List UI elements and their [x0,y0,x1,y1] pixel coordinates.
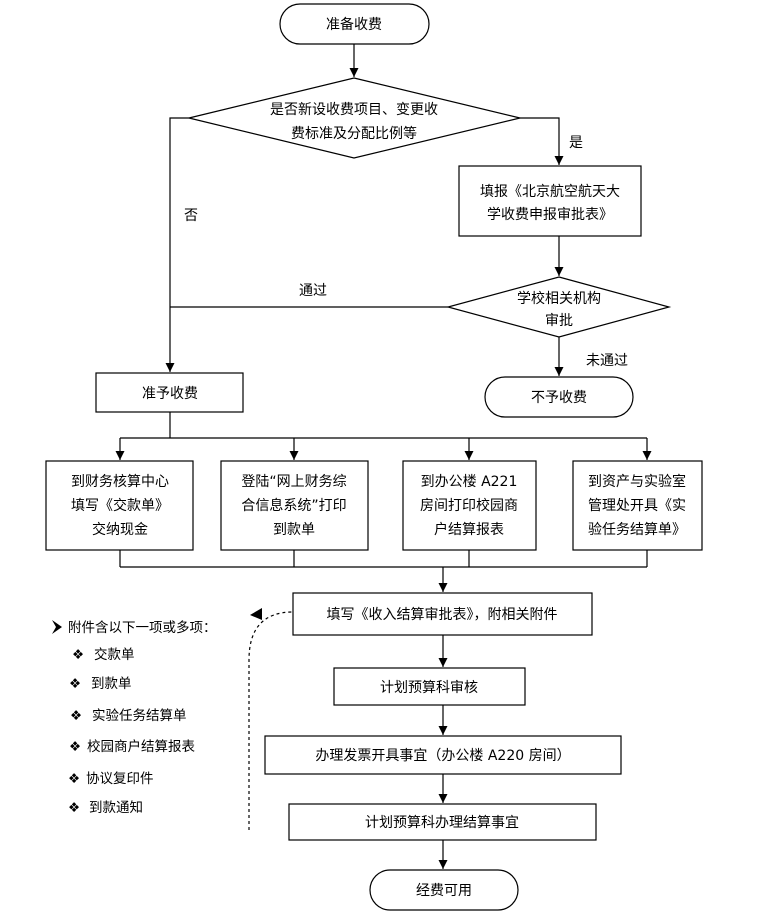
attachment-item-label: 到款通知 [89,799,143,816]
attachment-item-label: 到款单 [91,676,132,692]
attachment-item: ❖ 交款单 [72,646,135,663]
edge-label-yes: 是 [569,135,583,151]
start-terminal [279,3,430,45]
edge-decision-yes [520,117,564,165]
allow-box [95,372,244,413]
allow-label: 准予收费 [142,386,198,402]
attachment-item: ❖ 到款单 [69,676,132,692]
branch4-box [572,460,703,551]
edge-label-no: 否 [184,208,198,224]
edge-label-not-passed: 未通过 [586,353,628,369]
plan-settle-label: 计划预算科办理结算事宜 [365,815,519,831]
attachment-item: ❖ 到款通知 [68,799,143,816]
approval-diamond [445,276,672,338]
attachment-item: ❖ 协议复印件 [68,770,154,787]
diamond-bullet-icon: ❖ [68,800,80,816]
branch3-line2: 房间打印校园商 [420,497,518,514]
attachment-item-label: 实验任务结算单 [92,708,187,724]
settlement-box [292,592,593,636]
attachment-item: ❖ 校园商户结算报表 [69,738,195,755]
attachment-item-label: 协议复印件 [86,770,154,787]
fill-form-label-line2: 学收费申报审批表》 [487,207,613,223]
invoice-label: 办理发票开具事宜（办公楼 A220 房间） [315,748,570,764]
attachment-item-label: 校园商户结算报表 [87,738,195,755]
branch1-line1: 到财务核算中心 [71,474,169,490]
edge-label-passed: 通过 [299,283,327,299]
diamond-bullet-icon: ❖ [69,739,81,755]
fill-form-label-line1: 填报《北京航空航天大 [480,184,620,200]
plan-settle-box [288,803,597,841]
settlement-label: 填写《收入结算审批表》，附相关附件 [327,607,558,623]
end-label: 经费可用 [416,883,472,899]
branch4-line3: 验任务结算单》 [588,522,686,538]
attachments-list: 附件含以下一项或多项： ❖ 交款单 ❖ 到款单 ❖ 实验任务结算单 ❖ 校园商户… [52,619,217,816]
branch3-line3: 户结算报表 [434,521,504,538]
start-label: 准备收费 [326,16,382,33]
decision-label-line2: 费标准及分配比例等 [291,125,417,142]
arrowhead-bullet-icon [52,620,62,634]
branch2-line3: 到款单 [273,522,315,538]
branch3-line1: 到办公楼 A221 [421,474,518,490]
attachment-link [248,611,294,830]
branch1-line3: 交纳现金 [92,521,148,538]
end-terminal [369,869,519,911]
decision-label-line1: 是否新设收费项目、变更收 [270,102,438,118]
approval-label-line1: 学校相关机构 [517,290,601,307]
attachment-item-label: 交款单 [94,646,135,663]
branch3-box [402,460,537,551]
edge-decision-no [165,117,189,372]
branch2-line1: 登陆“网上财务综 [241,474,346,490]
decision-diamond [188,77,521,159]
branch4-line2: 管理处开具《实 [588,498,686,514]
branch2-line2: 合信息系统”打印 [241,497,346,514]
plan-review-box [333,667,526,706]
diamond-bullet-icon: ❖ [69,676,81,692]
attachment-link-arrow [250,608,262,620]
connectors [115,44,652,869]
branch1-box [45,460,194,551]
diamond-bullet-icon: ❖ [70,708,82,724]
deny-terminal [484,376,634,418]
diamond-bullet-icon: ❖ [68,771,80,787]
branch1-line2: 填写《交款单》 [71,497,169,514]
invoice-box [264,735,622,775]
deny-label: 不予收费 [531,390,587,406]
plan-review-label: 计划预算科审核 [380,680,478,696]
attachment-item: ❖ 实验任务结算单 [70,708,187,724]
approval-label-line2: 审批 [545,313,573,329]
fill-form-box [458,165,642,237]
branch4-line1: 到资产与实验室 [588,473,686,490]
diamond-bullet-icon: ❖ [72,647,84,663]
attachments-title: 附件含以下一项或多项： [68,619,217,636]
branch2-box [220,460,369,551]
